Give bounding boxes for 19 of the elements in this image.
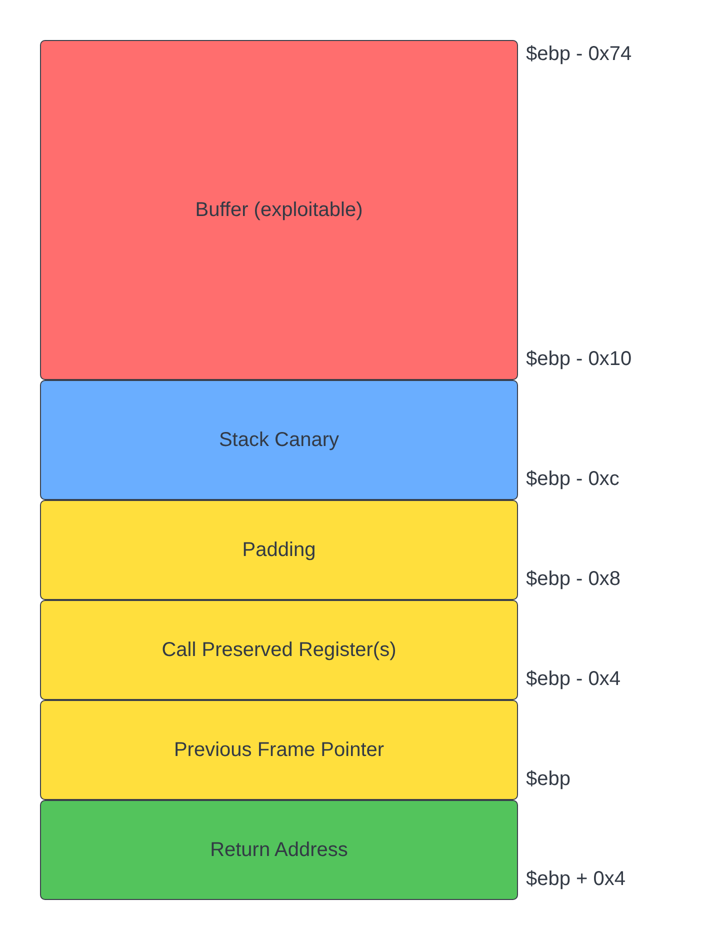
address-label: $ebp - 0x74 [526,43,632,66]
memory-block [40,380,518,500]
memory-block [40,700,518,800]
address-label: $ebp - 0xc [526,468,620,491]
block-label: Previous Frame Pointer [174,738,384,762]
memory-block [40,40,518,380]
block-label: Return Address [210,838,348,862]
address-label: $ebp + 0x4 [526,868,626,891]
address-label: $ebp [526,768,570,791]
memory-block [40,800,518,900]
memory-block [40,600,518,700]
memory-block [40,500,518,600]
address-label: $ebp - 0x4 [526,668,621,691]
block-label: Call Preserved Register(s) [162,638,396,662]
block-label: Buffer (exploitable) [195,198,363,222]
block-label: Padding [242,538,316,562]
block-label: Stack Canary [218,428,340,452]
address-label: $ebp - 0x10 [526,348,632,371]
address-label: $ebp - 0x8 [526,568,621,591]
